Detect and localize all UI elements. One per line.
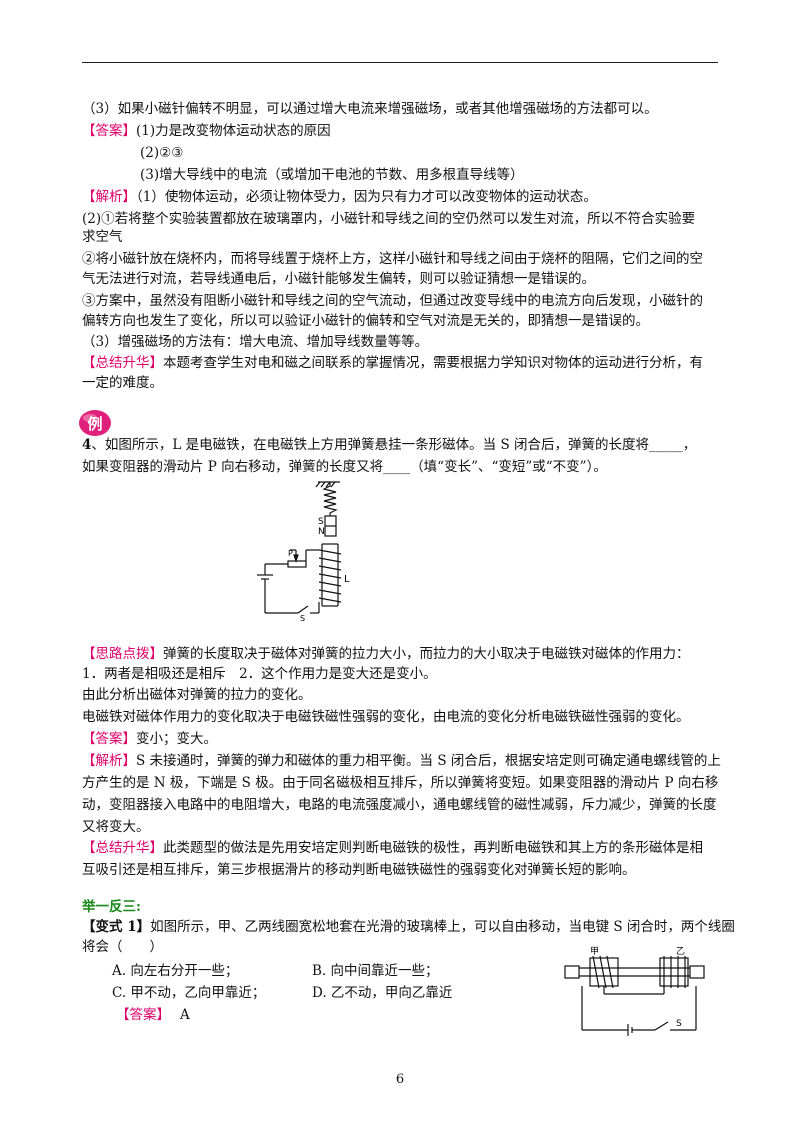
summary-text: 此类题型的做法是先用安培定则判断电磁铁的极性，再判断电磁铁和其上方的条形磁体是相 (163, 840, 703, 856)
thinking-text: 弹簧的长度取决于磁体对弹簧的拉力大小，而拉力的大小取决于电磁铁对磁体的作用力： (163, 646, 690, 662)
summary-line: 【总结升华】本题考查学生对电和磁之间联系的掌握情况，需要根据力学知识对物体的运动… (82, 354, 703, 372)
analysis-line: (2)①若将整个实验装置都放在玻璃罩内，小磁针和导线之间的空仍然可以发生对流，所… (82, 211, 696, 227)
summary-line: 一定的难度。 (82, 375, 163, 391)
analysis-text: （1）使物体运动，必须让物体受力，因为只有力才可以改变物体的运动状态。 (136, 189, 597, 205)
coil-jia-label: 甲 (590, 946, 599, 957)
option-b: B. 向中间靠近一些； (312, 963, 439, 979)
variant-tag: 【变式 1】 (82, 919, 151, 935)
question-text: 、如图所示，L 是电磁铁，在电磁铁上方用弹簧悬挂一条形磁体。当 S 闭合后，弹簧… (91, 437, 697, 453)
analysis-tag: 【解析】 (82, 753, 136, 769)
switch-s-label: S (676, 1019, 682, 1029)
electromagnet-figure: S N L P S (257, 481, 350, 623)
section-title: 举一反三: (82, 899, 141, 915)
answer-line: (2)②③ (140, 145, 184, 161)
question-number: 4 (82, 437, 92, 453)
analysis-line: 【解析】（1）使物体运动，必须让物体受力，因为只有力才可以改变物体的运动状态。 (82, 188, 597, 206)
analysis-line: 【解析】S 未接通时，弹簧的弹力和磁体的重力相平衡。当 S 闭合后，根据安培定则… (82, 752, 721, 770)
question-line: 4、如图所示，L 是电磁铁，在电磁铁上方用弹簧悬挂一条形磁体。当 S 闭合后，弹… (82, 436, 696, 454)
pole-n-label: N (318, 527, 325, 537)
text-line: （3）如果小磁针偏转不明显，可以通过增大电流来增强磁场，或者其他增强磁场的方法都… (82, 101, 658, 117)
answer-line: (3)增大导线中的电流（或增加干电池的节数、用多根直导线等） (140, 167, 524, 183)
answer-tag: 【答案】 (116, 1007, 170, 1023)
thinking-line: 由此分析出磁体对弹簧的拉力的变化。 (82, 687, 312, 703)
analysis-line: 动，变阻器接入电路中的电阻增大，电路的电流强度减小，通电螺线管的磁性减弱，斥力减… (82, 797, 717, 813)
variant-text: 如图所示，甲、乙两线圈宽松地套在光滑的玻璃棒上，可以自由移动，当电键 S 闭合时… (150, 919, 735, 935)
switch-s-label: S (300, 614, 305, 623)
coil-yi-icon (663, 956, 686, 988)
page-number: 6 (395, 1072, 405, 1087)
thinking-line: 【思路点拨】弹簧的长度取决于磁体对弹簧的拉力大小，而拉力的大小取决于电磁铁对磁体… (82, 645, 690, 663)
option-d: D. 乙不动，甲向乙靠近 (312, 985, 453, 1001)
question-line: 如果变阻器的滑动片 P 向右移动，弹簧的长度又将____（填“变长”、“变短”或… (82, 459, 607, 475)
badge-label: 例 (87, 415, 102, 433)
analysis-line: ③方案中，虽然没有阻断小磁针和导线之间的空气流动，但通过改变导线中的电流方向后发… (82, 293, 703, 309)
analysis-text: S 未接通时，弹簧的弹力和磁体的重力相平衡。当 S 闭合后，根据安培定则可确定通… (136, 753, 721, 769)
spring-icon (322, 482, 338, 516)
analysis-line: 方产生的是 N 极，下端是 S 极。由于同名磁极相互排斥，所以弹簧将变短。如果变… (82, 775, 719, 791)
variant-line: 【变式 1】如图所示，甲、乙两线圈宽松地套在光滑的玻璃棒上，可以自由移动，当电键… (82, 918, 735, 936)
summary-line: 互吸引还是相互排斥，第三步根据滑片的移动判断电磁铁磁性的强弱变化对弹簧长短的影响… (82, 862, 636, 878)
summary-line: 【总结升华】此类题型的做法是先用安培定则判断电磁铁的极性，再判断电磁铁和其上方的… (82, 839, 703, 857)
answer-line: 【答案】变小；变大。 (82, 730, 217, 748)
analysis-line: 气无法进行对流，若导线通电后，小磁针能够发生偏转，则可以验证猜想一是错误的。 (82, 271, 595, 287)
analysis-tag: 【解析】 (82, 189, 136, 205)
answer-tag: 【答案】 (82, 123, 136, 139)
example-badge-icon: 例 (79, 410, 111, 436)
coil-icon (318, 549, 342, 603)
answer-line: 【答案】 A (116, 1006, 190, 1024)
summary-tag: 【总结升华】 (82, 355, 163, 371)
coil-yi-label: 乙 (676, 946, 685, 957)
electromagnet-l-label: L (344, 574, 350, 585)
two-coils-figure: 甲 乙 S (564, 946, 705, 1036)
answer-line: 【答案】(1)力是改变物体运动状态的原因 (82, 122, 331, 140)
summary-text: 本题考查学生对电和磁之间联系的掌握情况，需要根据力学知识对物体的运动进行分析，有 (163, 355, 703, 371)
coil-jia-icon (592, 955, 614, 989)
answer-text: A (180, 1007, 190, 1023)
analysis-line: ②将小磁针放在烧杯内，而将导线置于烧杯上方，这样小磁针和导线之间由于烧杯的阻隔，… (82, 251, 703, 267)
thinking-line: 电磁铁对磁体作用力的变化取决于电磁铁磁性强弱的变化，由电流的变化分析电磁铁磁性强… (82, 709, 690, 725)
header-rule (82, 62, 718, 63)
option-c: C. 甲不动，乙向甲靠近； (112, 985, 266, 1001)
summary-tag: 【总结升华】 (82, 840, 163, 856)
thinking-line: 1．两者是相吸还是相斥 2．这个作用力是变大还是变小。 (82, 666, 437, 682)
thinking-tag: 【思路点拨】 (82, 646, 163, 662)
variant-line: 将会（ ） (82, 939, 163, 955)
answer-text: 变小；变大。 (136, 731, 217, 747)
pole-s-label: S (318, 517, 324, 527)
answer-tag: 【答案】 (82, 731, 136, 747)
slider-p-label: P (288, 549, 293, 558)
analysis-line: 偏转方向也发生了变化，所以可以验证小磁针的偏转和空气对流是无关的，即猜想一是错误… (82, 313, 649, 329)
analysis-line: （3）增强磁场的方法有：增大电流、增加导线数量等等。 (82, 334, 429, 350)
analysis-line: 又将变大。 (82, 819, 150, 835)
answer-text: (1)力是改变物体运动状态的原因 (136, 123, 331, 139)
option-a: A. 向左右分开一些； (112, 963, 239, 979)
analysis-line: 求空气 (82, 229, 123, 245)
